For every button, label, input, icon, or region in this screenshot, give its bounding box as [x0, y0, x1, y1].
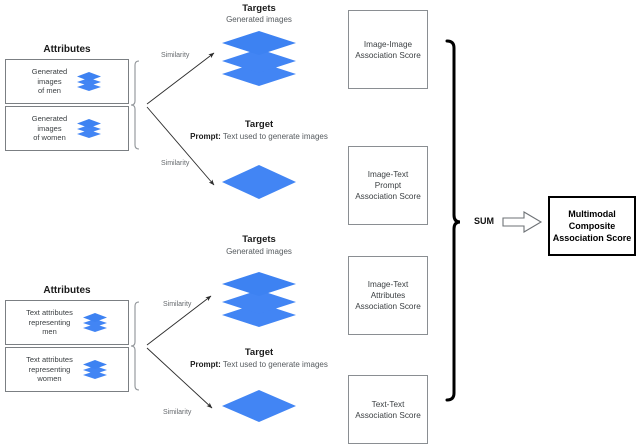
attribute-box-content: Text attributes representing men [26, 308, 108, 337]
attribute-label: Text attributes representing women [26, 355, 73, 384]
stacked-layers-icon [82, 312, 107, 332]
score-label: Image-Text Attributes Association Score [355, 280, 421, 311]
attribute-box-content: Generated images of women [32, 114, 102, 143]
stacked-layers-icon [82, 359, 107, 379]
left-curly-brace-icon-top [130, 60, 140, 150]
attribute-label: Generated images of men [31, 67, 68, 96]
target-prompt-subheading-top: Prompt: Text used to generate images [179, 131, 339, 142]
similarity-label-top-upper: Similarity [161, 52, 190, 59]
stacked-layers-icon-target-bottom [222, 272, 296, 327]
target-prompt-subheading-bottom: Prompt: Text used to generate images [179, 359, 339, 370]
similarity-label-bottom-lower: Similarity [163, 409, 192, 416]
single-layer-icon-target-bottom [222, 390, 296, 422]
stacked-layers-icon [77, 118, 102, 138]
score-box-image-text-prompt[interactable]: Image-Text Prompt Association Score [348, 146, 428, 225]
prompt-rest-label: Text used to generate images [220, 360, 328, 369]
sum-operation-label: SUM [474, 216, 494, 226]
attribute-box-text-attributes-men[interactable]: Text attributes representing men [5, 300, 129, 345]
attribute-box-text-attributes-women[interactable]: Text attributes representing women [5, 347, 129, 392]
single-layer-icon-target-top [222, 165, 296, 199]
similarity-label-bottom-upper: Similarity [163, 301, 192, 308]
output-box-multimodal-composite-association-score[interactable]: Multimodal Composite Association Score [548, 196, 636, 256]
right-curly-brace-icon [445, 39, 461, 402]
stacked-layers-icon-target-top [222, 31, 296, 86]
output-label: Multimodal Composite Association Score [552, 209, 632, 243]
score-label: Image-Text Prompt Association Score [355, 170, 421, 201]
prompt-bold-label: Prompt: [190, 132, 221, 141]
targets-subheading-top: Generated images [226, 15, 292, 24]
score-label: Text-Text Association Score [355, 399, 421, 420]
left-curly-brace-icon-bottom [130, 301, 140, 391]
attribute-label: Text attributes representing men [26, 308, 73, 337]
block-arrow-right-icon [502, 211, 543, 233]
attribute-box-generated-images-women[interactable]: Generated images of women [5, 106, 129, 151]
prompt-rest-label: Text used to generate images [220, 132, 328, 141]
attribute-box-generated-images-men[interactable]: Generated images of men [5, 59, 129, 104]
similarity-label-top-lower: Similarity [161, 160, 190, 167]
targets-heading-top: Targets [242, 3, 276, 14]
targets-subheading-bottom: Generated images [226, 247, 292, 256]
attribute-label: Generated images of women [31, 114, 68, 143]
attributes-heading-top: Attributes [43, 44, 91, 55]
targets-heading-bottom: Targets [242, 234, 276, 245]
score-box-image-text-attributes[interactable]: Image-Text Attributes Association Score [348, 256, 428, 335]
score-box-text-text[interactable]: Text-Text Association Score [348, 375, 428, 444]
stacked-layers-icon [77, 71, 102, 91]
attributes-heading-bottom: Attributes [43, 285, 91, 296]
target-heading-top-prompt: Target [244, 119, 274, 130]
score-box-image-image[interactable]: Image-Image Association Score [348, 10, 428, 89]
score-label: Image-Image Association Score [355, 39, 421, 60]
attribute-box-content: Generated images of men [32, 67, 102, 96]
attribute-box-content: Text attributes representing women [26, 355, 108, 384]
target-heading-bottom-prompt: Target [244, 347, 274, 358]
prompt-bold-label: Prompt: [190, 360, 221, 369]
similarity-arrow-top-upper [146, 52, 215, 105]
